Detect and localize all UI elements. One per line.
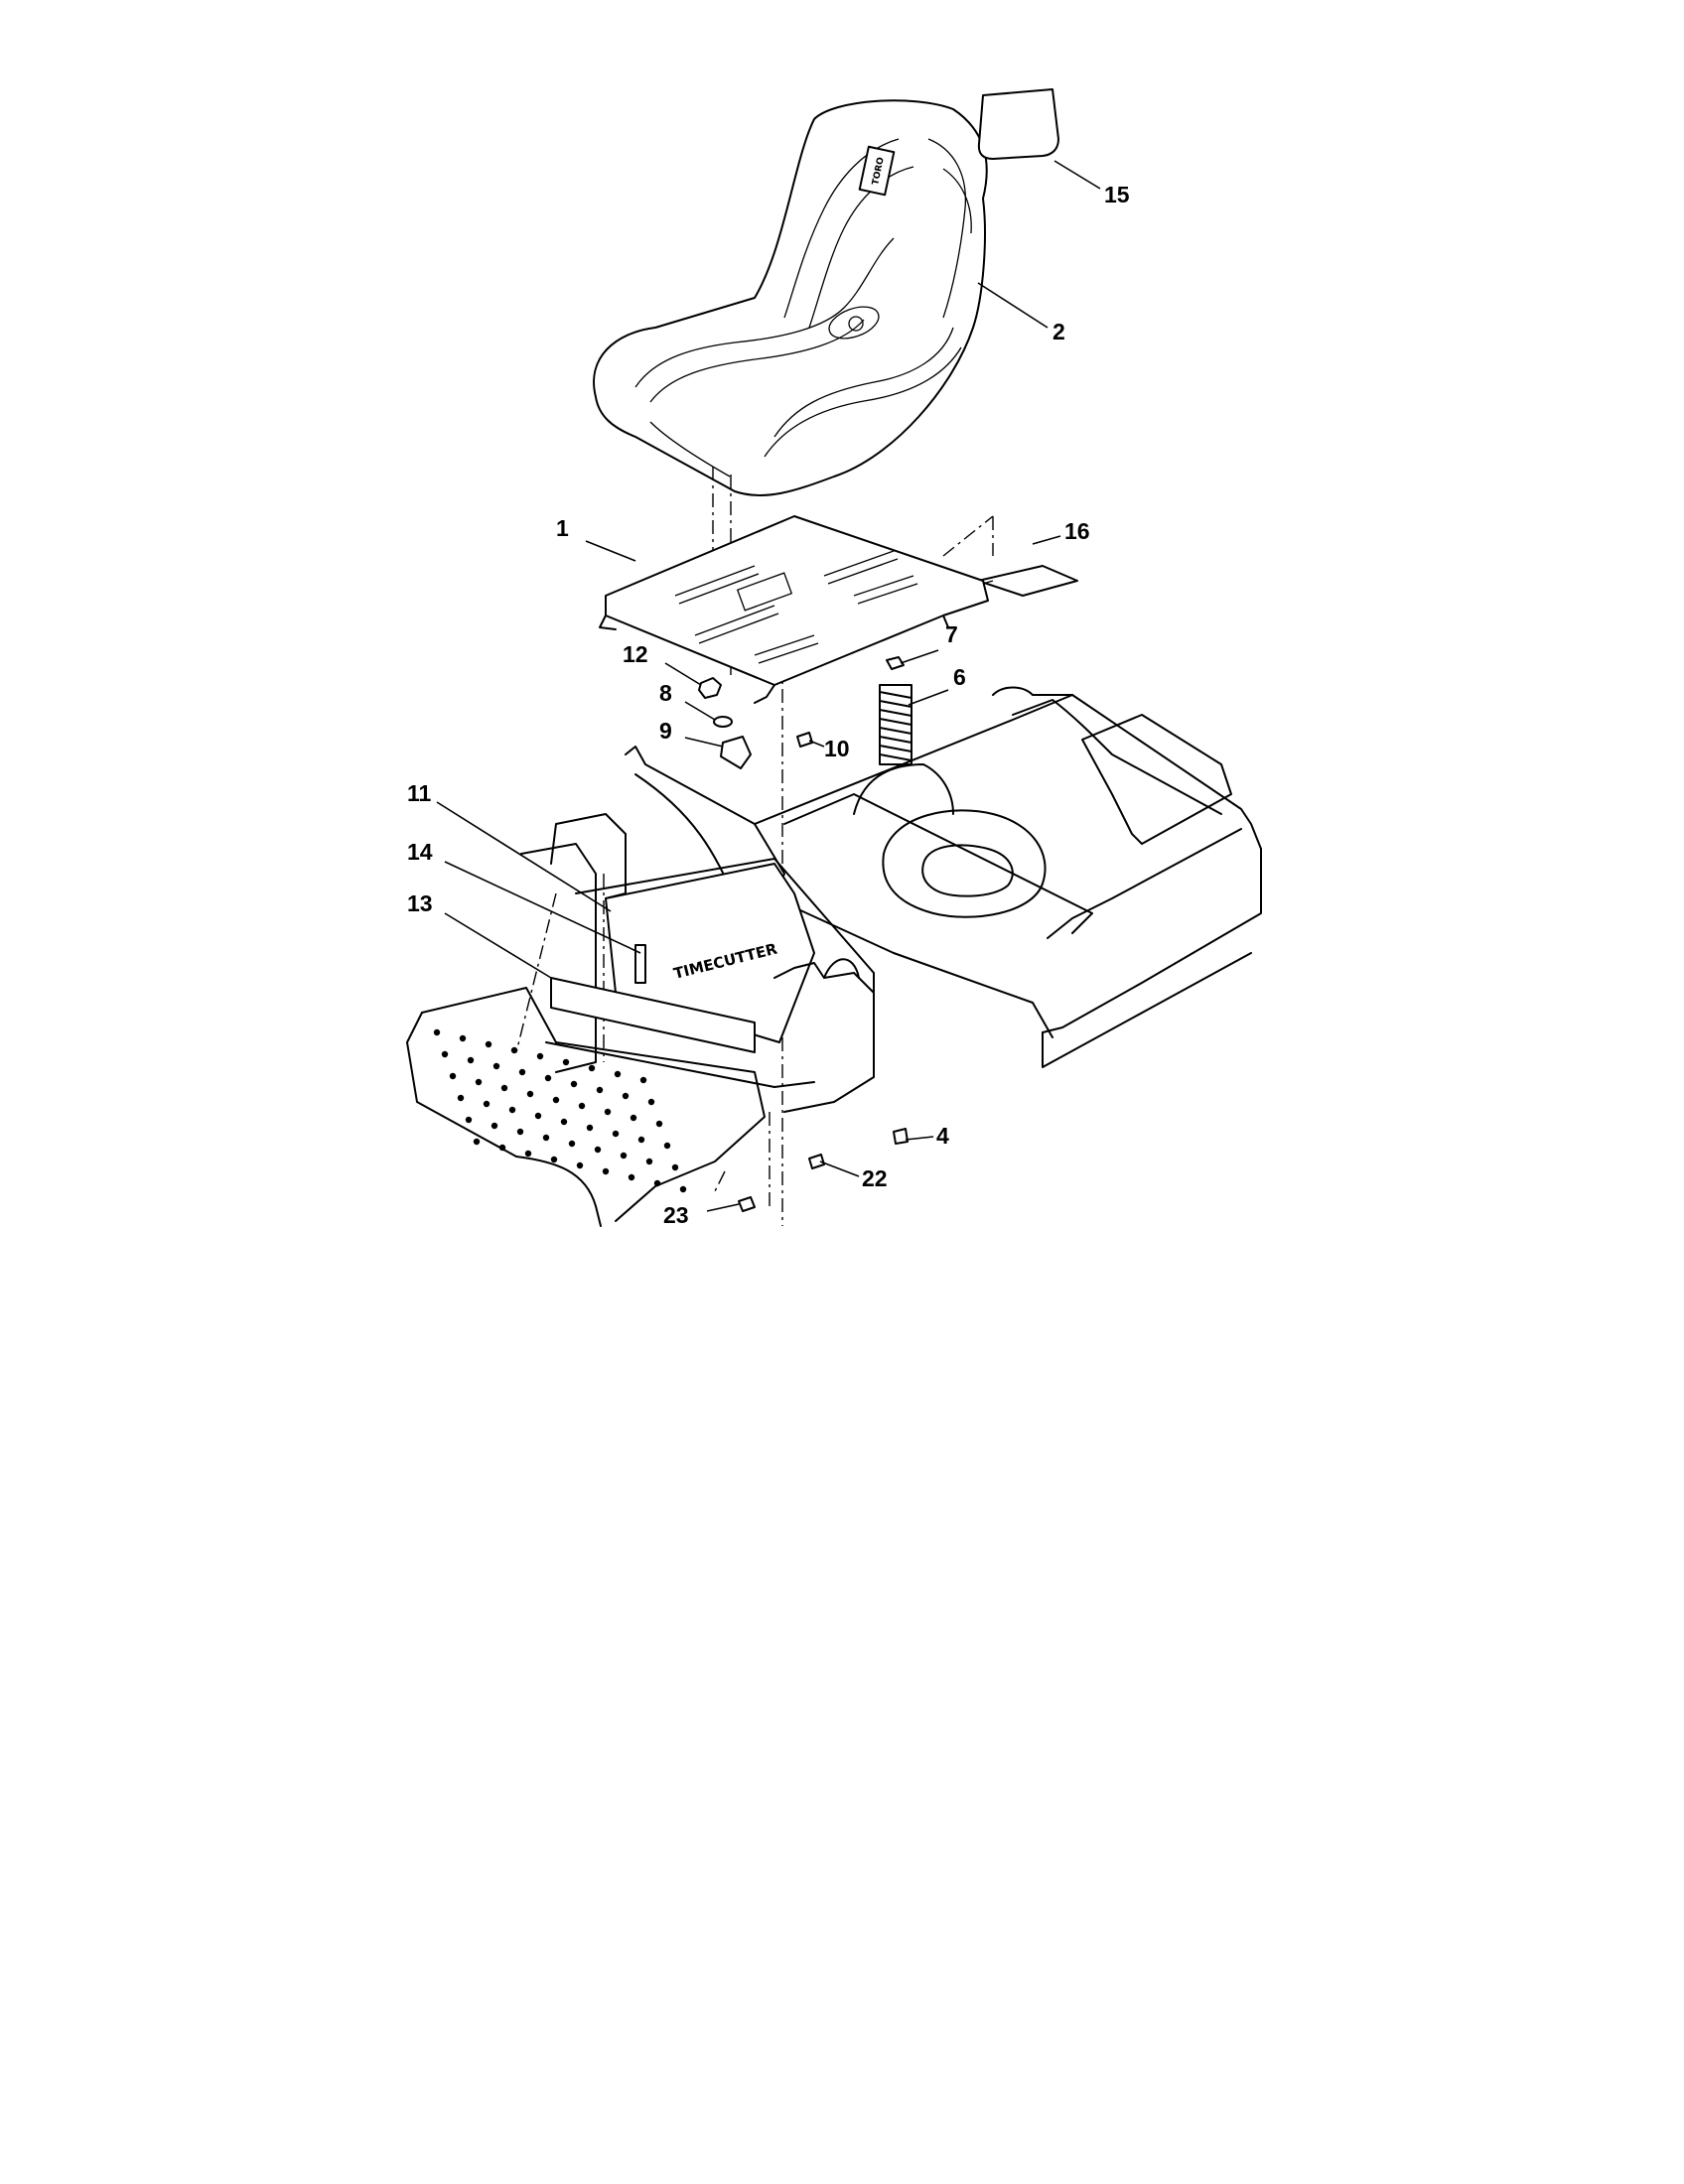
floor-perforation [602, 1167, 610, 1175]
svg-text:10: 10 [824, 736, 850, 761]
floor-perforation [498, 1144, 506, 1152]
callout-2: 2 [977, 282, 1065, 344]
floor-perforation [473, 1138, 481, 1146]
callout-15: 15 [1053, 160, 1130, 207]
floor-perforation [620, 1152, 628, 1160]
floor-perforation [467, 1056, 475, 1064]
svg-text:4: 4 [936, 1123, 949, 1149]
floor-perforation [596, 1086, 604, 1094]
floor-perforation [433, 1028, 441, 1036]
callout-12: 12 [623, 641, 702, 686]
svg-text:6: 6 [953, 664, 966, 690]
floor-perforation [492, 1062, 500, 1070]
floor-perforation [612, 1130, 620, 1138]
floor-perforation [639, 1076, 647, 1084]
floor-perforation [449, 1072, 457, 1080]
floor-perforation [550, 1156, 558, 1163]
floor-perforation [645, 1158, 653, 1165]
svg-text:13: 13 [407, 890, 433, 916]
floor-perforation [647, 1098, 655, 1106]
floor-perforation [562, 1058, 570, 1066]
floor-perforation [679, 1185, 687, 1193]
floor-perforation [441, 1050, 449, 1058]
svg-text:16: 16 [1064, 518, 1090, 544]
decal-16 [977, 565, 1078, 597]
callout-7: 7 [900, 621, 958, 664]
floor-perforation [628, 1173, 635, 1181]
floor-perforation [457, 1094, 465, 1102]
svg-text:14: 14 [407, 839, 433, 865]
callout-13: 13 [407, 890, 552, 979]
svg-text:8: 8 [659, 680, 672, 706]
svg-text:23: 23 [663, 1202, 689, 1228]
floor-perforation [578, 1102, 586, 1110]
floor-perforation [663, 1142, 671, 1150]
floor-perforation [622, 1092, 630, 1100]
svg-text:11: 11 [407, 780, 432, 806]
svg-text:12: 12 [623, 641, 648, 667]
floor-perforation [526, 1090, 534, 1098]
callout-22: 22 [819, 1160, 888, 1191]
floor-perforation [475, 1078, 483, 1086]
floor-perforation [516, 1128, 524, 1136]
floor-perforation [560, 1118, 568, 1126]
callout-14: 14 [407, 839, 641, 954]
floor-perforation [544, 1074, 552, 1082]
floor-perforation [483, 1100, 491, 1108]
svg-text:15: 15 [1104, 182, 1130, 207]
callouts: 1 2 4 6 7 8 9 [407, 160, 1130, 1228]
callout-8: 8 [659, 680, 716, 721]
floor-perforation [536, 1052, 544, 1060]
callout-11: 11 [407, 780, 612, 912]
svg-text:2: 2 [1052, 319, 1065, 344]
floor-perforation [542, 1134, 550, 1142]
floor-perforation [588, 1064, 596, 1072]
floor-perforation [594, 1146, 602, 1154]
floor-perforation [586, 1124, 594, 1132]
floor-perforation [518, 1068, 526, 1076]
callout-6: 6 [908, 664, 966, 706]
floor-perforation [604, 1108, 612, 1116]
floor-perforation [653, 1179, 661, 1187]
svg-text:22: 22 [862, 1165, 888, 1191]
seat: TORO [593, 99, 988, 497]
floor-perforation [459, 1034, 467, 1042]
floor-perforation [576, 1161, 584, 1169]
floor-perforation [614, 1070, 622, 1078]
svg-text:7: 7 [945, 621, 958, 647]
floor-perforation [500, 1084, 508, 1092]
floor-perforation [568, 1140, 576, 1148]
floor-perforation [570, 1080, 578, 1088]
callout-23: 23 [663, 1202, 740, 1228]
decal-15 [977, 88, 1059, 160]
floor-perforation [508, 1106, 516, 1114]
svg-text:1: 1 [556, 515, 569, 541]
floor-perforation [552, 1096, 560, 1104]
floor-pan-perforations [433, 1028, 687, 1193]
floor-perforation [655, 1120, 663, 1128]
floor-perforation [524, 1150, 532, 1158]
svg-text:9: 9 [659, 718, 672, 744]
callout-10: 10 [808, 736, 850, 761]
floor-perforation [465, 1116, 473, 1124]
seat-mounting-plate [599, 515, 989, 704]
frame-chassis: TIMECUTTER [406, 686, 1262, 1227]
floor-perforation [630, 1114, 637, 1122]
callout-4: 4 [905, 1123, 949, 1149]
spring [879, 684, 912, 765]
callout-16: 16 [1032, 518, 1090, 545]
floor-perforation [671, 1163, 679, 1171]
floor-perforation [637, 1136, 645, 1144]
floor-perforation [534, 1112, 542, 1120]
hardware-parts [698, 656, 909, 1212]
floor-perforation [485, 1040, 492, 1048]
callout-9: 9 [659, 718, 724, 748]
floor-perforation [491, 1122, 498, 1130]
callout-1: 1 [556, 515, 636, 562]
floor-perforation [510, 1046, 518, 1054]
